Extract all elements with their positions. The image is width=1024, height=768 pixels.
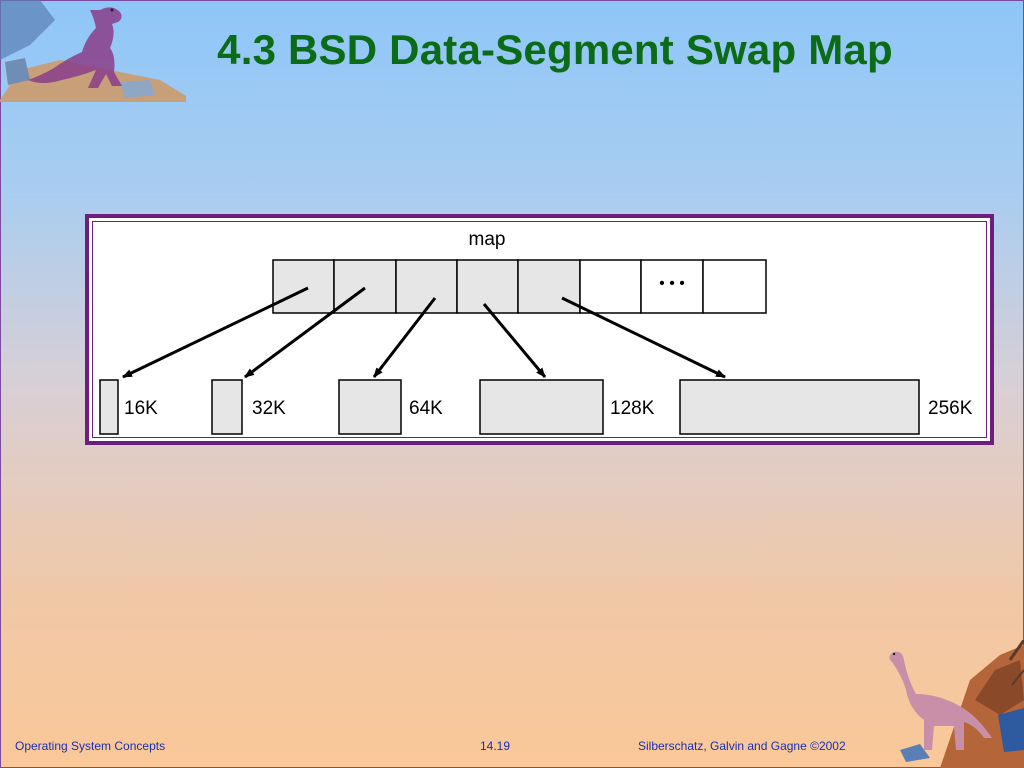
arrow-to-128k bbox=[482, 303, 547, 378]
segment-128k-label: 128K bbox=[610, 398, 655, 419]
segment-256k-label: 256K bbox=[928, 398, 973, 419]
map-cell bbox=[333, 259, 397, 314]
pointer-arrows bbox=[122, 286, 726, 379]
segment-256k bbox=[679, 379, 920, 435]
map-cell-empty bbox=[640, 259, 704, 314]
segment-16k-label: 16K bbox=[124, 398, 158, 419]
footer-course-name: Operating System Concepts bbox=[15, 739, 166, 753]
segment-128k bbox=[479, 379, 604, 435]
arrow-to-32k bbox=[244, 286, 366, 379]
brontosaurus-clipart bbox=[889, 640, 1024, 768]
arrow-to-16k bbox=[122, 286, 309, 379]
swap-map-diagram: map • • • 16K 32K 6 bbox=[99, 229, 973, 435]
footer-slide-number: 14.19 bbox=[480, 739, 511, 753]
map-cell bbox=[517, 259, 581, 314]
arrow-to-256k bbox=[561, 296, 726, 379]
map-label: map bbox=[469, 229, 506, 250]
arrow-to-64k bbox=[372, 297, 437, 378]
map-cell-empty bbox=[579, 259, 642, 314]
t-rex-clipart bbox=[0, 0, 186, 102]
segment-32k bbox=[211, 379, 243, 435]
map-ellipsis: • • • bbox=[659, 275, 685, 292]
map-cell-empty bbox=[702, 259, 767, 314]
segment-blocks: 16K 32K 64K 128K 256K bbox=[99, 379, 973, 435]
segment-16k bbox=[99, 379, 119, 435]
figure-inner-border bbox=[92, 221, 987, 438]
swap-map-figure: map • • • 16K 32K 6 bbox=[85, 214, 994, 445]
segment-64k bbox=[338, 379, 402, 435]
slide-title: 4.3 BSD Data-Segment Swap Map bbox=[217, 26, 893, 73]
segment-32k-label: 32K bbox=[252, 398, 286, 419]
map-cell bbox=[395, 259, 458, 314]
segment-64k-label: 64K bbox=[409, 398, 443, 419]
map-array: • • • bbox=[272, 259, 767, 314]
map-cell bbox=[272, 259, 335, 314]
map-cell bbox=[456, 259, 519, 314]
footer-copyright: Silberschatz, Galvin and Gagne ©2002 bbox=[638, 739, 846, 753]
